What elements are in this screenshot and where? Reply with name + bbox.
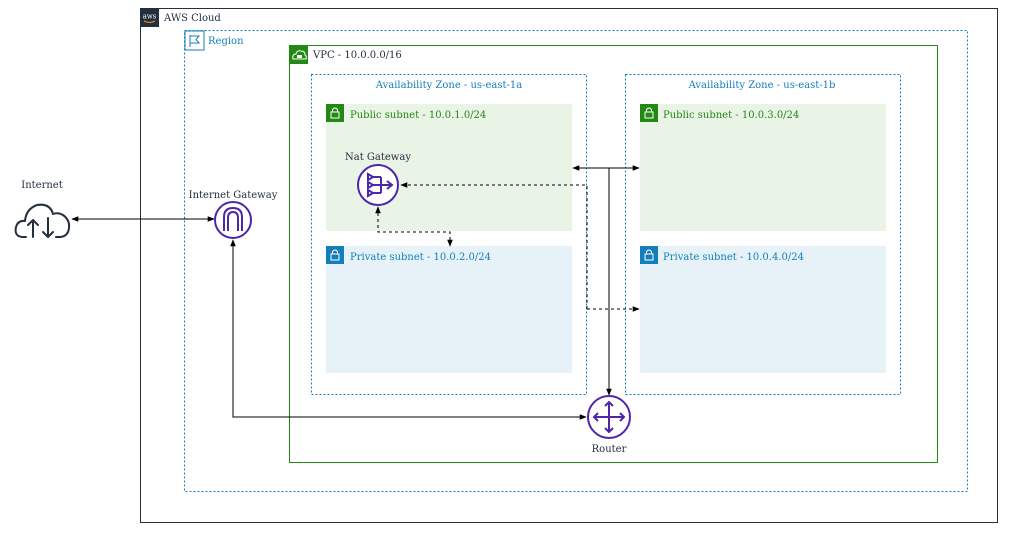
public-subnet-a-label: Public subnet - 10.0.1.0/24 xyxy=(350,110,486,121)
region-flag-icon xyxy=(184,30,205,51)
nat-gateway-label: Nat Gateway xyxy=(345,152,411,163)
internet-gateway-label: Internet Gateway xyxy=(189,190,278,201)
private-subnet-b-label: Private subnet - 10.0.4.0/24 xyxy=(663,252,804,263)
internet-gateway-node: Internet Gateway xyxy=(189,190,278,239)
aws-cloud-label: AWS Cloud xyxy=(163,13,221,24)
vpc-cloud-lock-icon xyxy=(289,45,308,64)
connector-nat-to-subnets xyxy=(400,182,588,309)
region-border xyxy=(184,30,968,492)
private-subnet-a-label: Private subnet - 10.0.2.0/24 xyxy=(350,252,491,263)
internet-label: Internet xyxy=(21,180,62,191)
nat-gateway-icon xyxy=(357,164,399,206)
aws-logo-text: aws xyxy=(143,13,157,21)
connector-nat-private-a xyxy=(375,206,453,247)
az-a-label: Availability Zone - us-east-1a xyxy=(375,80,522,91)
cloud-upload-download-icon xyxy=(14,203,71,238)
public-subnet-b-label: Public subnet - 10.0.3.0/24 xyxy=(663,110,799,121)
public-subnet-lock-icon xyxy=(640,104,658,122)
private-subnet-lock-icon xyxy=(640,246,658,264)
aws-cloud-border xyxy=(140,8,998,523)
internet-gateway-icon xyxy=(214,201,252,239)
region-group: Region xyxy=(184,30,968,492)
public-subnet-b: Public subnet - 10.0.3.0/24 xyxy=(640,104,886,231)
vpc-label: VPC - 10.0.0.0/16 xyxy=(312,50,402,61)
connectors xyxy=(71,165,640,420)
router-node: Router xyxy=(587,395,631,455)
connector-igw-router xyxy=(230,239,587,420)
aws-logo-icon: aws xyxy=(140,8,159,27)
availability-zone-b: Availability Zone - us-east-1b xyxy=(625,74,901,395)
nat-gateway-node: Nat Gateway xyxy=(345,152,411,206)
router-label: Router xyxy=(592,444,627,455)
private-subnet-lock-icon xyxy=(326,246,344,264)
private-subnet-a: Private subnet - 10.0.2.0/24 xyxy=(326,246,572,373)
az-b-border xyxy=(625,74,901,395)
region-label: Region xyxy=(208,36,244,47)
private-subnet-b: Private subnet - 10.0.4.0/24 xyxy=(640,246,886,373)
internet-node: Internet xyxy=(14,180,71,238)
public-subnet-lock-icon xyxy=(326,104,344,122)
public-subnet-a: Public subnet - 10.0.1.0/24 xyxy=(326,104,572,231)
az-b-label: Availability Zone - us-east-1b xyxy=(688,80,836,91)
aws-cloud-group: aws AWS Cloud xyxy=(140,8,998,523)
router-icon xyxy=(587,395,631,439)
